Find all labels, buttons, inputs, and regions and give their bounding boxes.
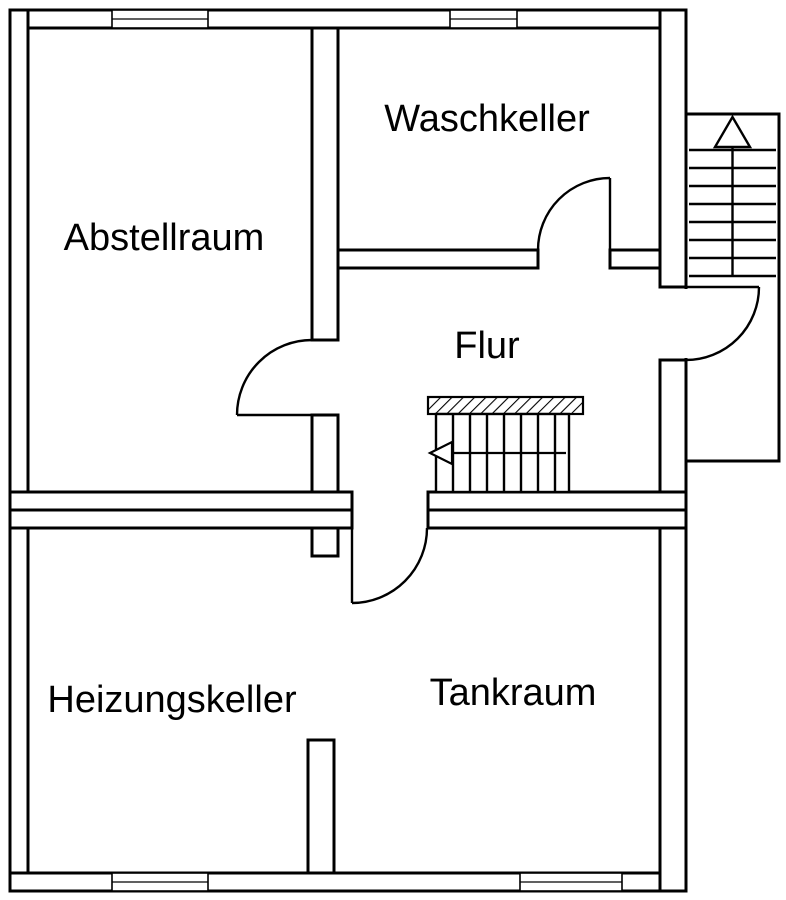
room-label-heizungskeller: Heizungskeller — [47, 679, 297, 721]
room-label-tankraum: Tankraum — [430, 672, 597, 714]
waschkeller-door — [536, 176, 612, 251]
stair-landing-hatched-bar — [426, 395, 585, 416]
wall-middle-lower-left — [8, 508, 354, 530]
window-bottom-right — [519, 872, 623, 892]
wall-abstellraum-waschkeller — [310, 26, 340, 342]
wall-abstellraum-flur — [310, 413, 340, 494]
wall-heizungskeller-tankraum — [306, 738, 336, 875]
window-top-left — [111, 9, 209, 29]
flur-stairs — [426, 395, 585, 494]
room-label-abstellraum: Abstellraum — [64, 217, 265, 259]
wall-right-exterior-upper — [658, 8, 688, 289]
room-labels: Abstellraum Waschkeller Flur Heizungskel… — [47, 98, 596, 721]
door-opening-clear — [683, 289, 689, 358]
wall-waschkeller-flur-right — [608, 248, 662, 270]
door-swing-arc — [351, 527, 429, 605]
wall-left-exterior — [8, 8, 30, 893]
stairs-up-arrow-icon — [712, 114, 753, 149]
door-swing-arc — [685, 286, 761, 362]
tankraum-door — [350, 527, 429, 605]
door-swing-arc — [536, 176, 611, 251]
room-label-flur: Flur — [454, 325, 520, 367]
wall-middle-upper-left — [8, 490, 354, 512]
wall-stub-below-flur — [310, 526, 340, 558]
abstellraum-door — [235, 338, 313, 417]
window-bottom-left — [111, 872, 209, 892]
wall-middle-upper-right — [426, 490, 688, 512]
annex-stairs — [689, 114, 776, 278]
window-top-middle — [449, 9, 518, 29]
wall-right-exterior-lower — [658, 358, 688, 893]
room-label-waschkeller: Waschkeller — [384, 98, 590, 140]
windows — [111, 9, 623, 892]
stairs-left-arrow-icon — [427, 440, 454, 466]
doors — [235, 176, 761, 605]
door-swing-arc — [235, 338, 313, 416]
annex-door — [685, 285, 761, 362]
wall-middle-lower-right — [426, 508, 688, 530]
wall-waschkeller-flur-left — [336, 248, 540, 270]
